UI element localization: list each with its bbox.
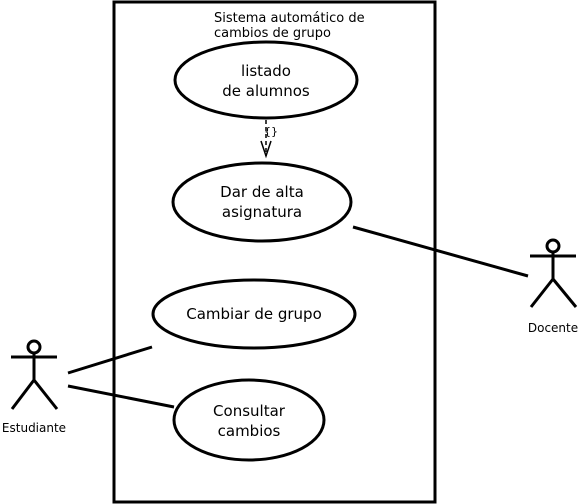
use-case-cambiar-grupo[interactable]: Cambiar de grupo xyxy=(151,278,357,350)
actor-estudiante[interactable]: Estudiante xyxy=(2,339,66,435)
use-case-listado-line1: listado xyxy=(241,62,291,80)
dependency-label: {} xyxy=(264,125,278,138)
open-arrowhead-icon xyxy=(260,140,272,159)
stick-figure-icon xyxy=(10,339,59,410)
dependency-arrow: {} xyxy=(260,120,278,159)
actor-docente[interactable]: Docente xyxy=(528,238,578,335)
use-case-consultar-ellipse xyxy=(172,378,326,462)
system-title-line2: cambios de grupo xyxy=(214,26,331,41)
association-estudiante-consultar xyxy=(67,384,175,409)
use-case-dar-alta-asignatura[interactable]: Dar de alta asignatura xyxy=(171,161,353,243)
use-case-alta-line1: Dar de alta xyxy=(220,183,304,201)
association-docente-alta xyxy=(352,225,529,278)
use-case-alta-line2: asignatura xyxy=(222,203,302,221)
stick-figure-icon xyxy=(529,238,578,308)
use-case-listado-line2: de alumnos xyxy=(222,82,310,100)
association-estudiante-cambiar xyxy=(67,345,153,375)
actor-estudiante-label: Estudiante xyxy=(2,421,66,435)
actor-docente-label: Docente xyxy=(528,321,578,335)
use-case-listado-ellipse xyxy=(173,40,359,120)
use-case-listado-alumnos[interactable]: listado de alumnos xyxy=(173,40,359,120)
use-case-alta-ellipse xyxy=(171,161,353,243)
use-case-consultar-line1: Consultar xyxy=(213,402,286,420)
use-case-consultar-cambios[interactable]: Consultar cambios xyxy=(172,378,326,462)
system-title-line1: Sistema automático de xyxy=(214,11,365,26)
system-boundary xyxy=(112,0,437,504)
use-case-cambiar-ellipse xyxy=(151,278,357,350)
use-case-cambiar-label: Cambiar de grupo xyxy=(186,305,322,323)
use-case-consultar-line2: cambios xyxy=(218,422,281,440)
